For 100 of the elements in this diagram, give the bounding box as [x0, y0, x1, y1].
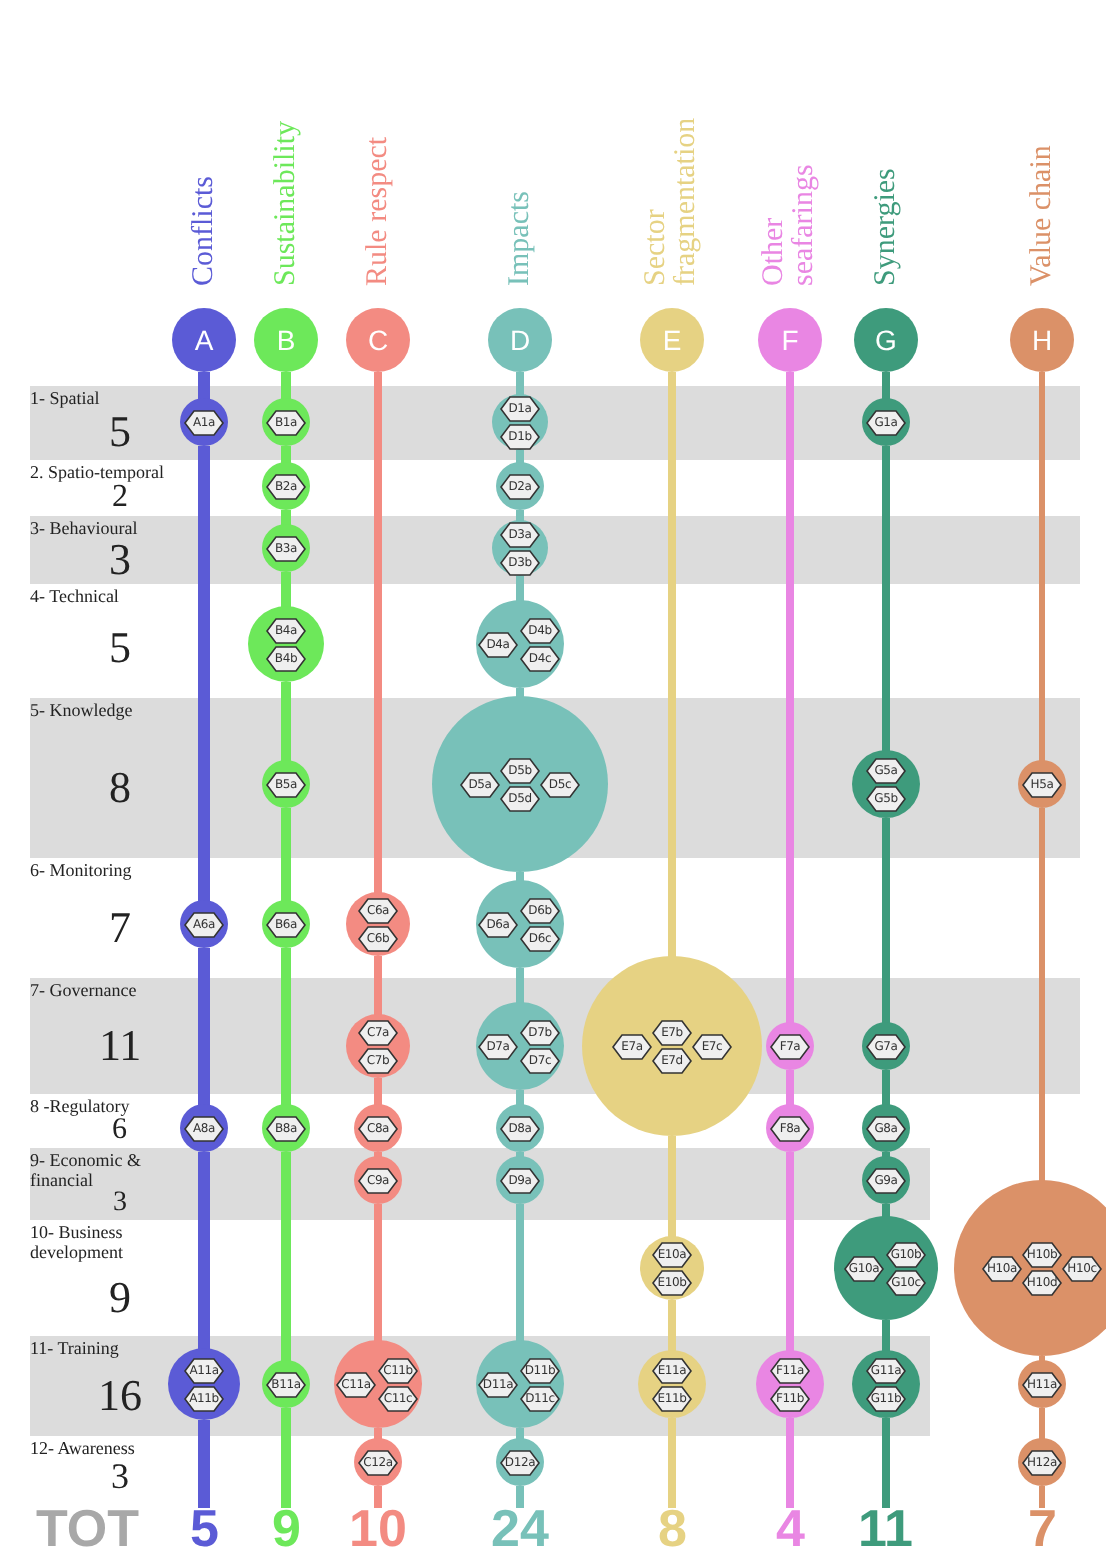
- column-line: [516, 688, 524, 702]
- row-label: 6- Monitoring: [30, 860, 132, 880]
- column-line: [668, 1300, 676, 1356]
- column-total: 10: [349, 1502, 407, 1554]
- column-line: [281, 572, 291, 612]
- column-line: [882, 446, 890, 756]
- column-line: [516, 968, 524, 1008]
- column-line: [786, 1070, 794, 1110]
- column-line: [374, 1152, 382, 1162]
- column-line: [374, 956, 382, 1020]
- total-label: TOT: [36, 1502, 140, 1554]
- column-circle: F: [758, 308, 822, 372]
- column-line: [1039, 1486, 1045, 1508]
- column-circle: B: [254, 308, 318, 372]
- column-title: Sector fragmentation: [642, 115, 702, 286]
- column-line: [516, 1486, 524, 1508]
- row-label: 8 -Regulatory: [30, 1096, 130, 1116]
- column-line: [281, 1408, 291, 1508]
- row-label: 10- Business development: [30, 1222, 125, 1262]
- cluster-circle: [476, 600, 564, 688]
- column-line: [374, 1078, 382, 1110]
- column-line: [516, 450, 524, 468]
- row-count: 9: [109, 1275, 131, 1319]
- row-label: 12- Awareness: [30, 1438, 135, 1458]
- row-label: 9- Economic & financial: [30, 1150, 143, 1190]
- row-count: 2: [112, 482, 128, 514]
- row-count: 5: [109, 626, 131, 670]
- column-line: [374, 372, 382, 898]
- column-circle: C: [346, 308, 410, 372]
- column-total: 9: [272, 1502, 301, 1554]
- row-count: 7: [109, 905, 131, 949]
- row-count: 11: [99, 1023, 142, 1067]
- column-total: 5: [190, 1502, 219, 1554]
- row-label: 4- Technical: [30, 586, 119, 606]
- column-title: Impacts: [505, 191, 535, 286]
- row-count: 3: [109, 538, 131, 582]
- column-line: [882, 818, 890, 1028]
- column-line: [786, 372, 794, 1028]
- column-line: [281, 948, 291, 1110]
- cluster-circle: [476, 880, 564, 968]
- column-line: [786, 1152, 794, 1356]
- column-title: Rule respect: [363, 136, 393, 286]
- column-line: [668, 1136, 676, 1242]
- column-circle: A: [172, 308, 236, 372]
- row-count: 5: [109, 410, 131, 454]
- cluster-circle: [346, 892, 410, 956]
- column-total: 24: [491, 1502, 549, 1554]
- column-circle: E: [640, 308, 704, 372]
- row-label: 5- Knowledge: [30, 700, 133, 720]
- column-title: Synergies: [871, 168, 901, 286]
- column-line: [882, 1320, 890, 1356]
- row-count: 16: [98, 1373, 142, 1417]
- column-line: [882, 372, 890, 404]
- row-label: 7- Governance: [30, 980, 137, 1000]
- row-label: 11- Training: [30, 1338, 119, 1358]
- column-line: [516, 372, 524, 400]
- row-label: 2. Spatio-temporal: [30, 462, 164, 482]
- column-total: 4: [776, 1502, 805, 1554]
- column-circle: G: [854, 308, 918, 372]
- column-line: [516, 1152, 524, 1162]
- column-line: [516, 576, 524, 606]
- column-line: [374, 1486, 382, 1508]
- column-line: [198, 372, 210, 404]
- column-line: [668, 372, 676, 962]
- row-count: 3: [111, 1458, 129, 1494]
- column-line: [198, 1152, 210, 1354]
- column-line: [281, 808, 291, 906]
- column-line: [1039, 372, 1045, 766]
- column-line: [882, 1070, 890, 1110]
- column-title: Other seafarings: [760, 162, 820, 286]
- column-title: Value chain: [1027, 145, 1057, 286]
- column-circle: H: [1010, 308, 1074, 372]
- column-line: [786, 1418, 794, 1508]
- column-line: [516, 1090, 524, 1110]
- column-line: [668, 1418, 676, 1508]
- column-total: 11: [858, 1502, 913, 1554]
- column-circle: D: [488, 308, 552, 372]
- cluster-circle: [248, 606, 324, 682]
- column-line: [281, 372, 291, 404]
- column-line: [374, 1428, 382, 1444]
- column-line: [281, 682, 291, 766]
- column-line: [281, 1152, 291, 1366]
- cluster-circle: [640, 1236, 704, 1300]
- column-line: [198, 948, 210, 1110]
- column-title: Conflicts: [189, 176, 219, 286]
- column-line: [1039, 1408, 1045, 1444]
- column-line: [882, 1204, 890, 1222]
- row-count: 3: [113, 1190, 127, 1218]
- column-line: [516, 510, 524, 526]
- column-total: 7: [1028, 1502, 1057, 1554]
- cluster-circle: [834, 1216, 938, 1320]
- row-label: 3- Behavioural: [30, 518, 138, 538]
- row-count: 6: [112, 1116, 127, 1146]
- column-line: [516, 872, 524, 886]
- column-line: [198, 1420, 210, 1508]
- column-line: [882, 1152, 890, 1162]
- column-line: [516, 1428, 524, 1444]
- column-line: [1039, 1356, 1045, 1366]
- row-label: 1- Spatial: [30, 388, 100, 408]
- row-count: 8: [109, 765, 131, 809]
